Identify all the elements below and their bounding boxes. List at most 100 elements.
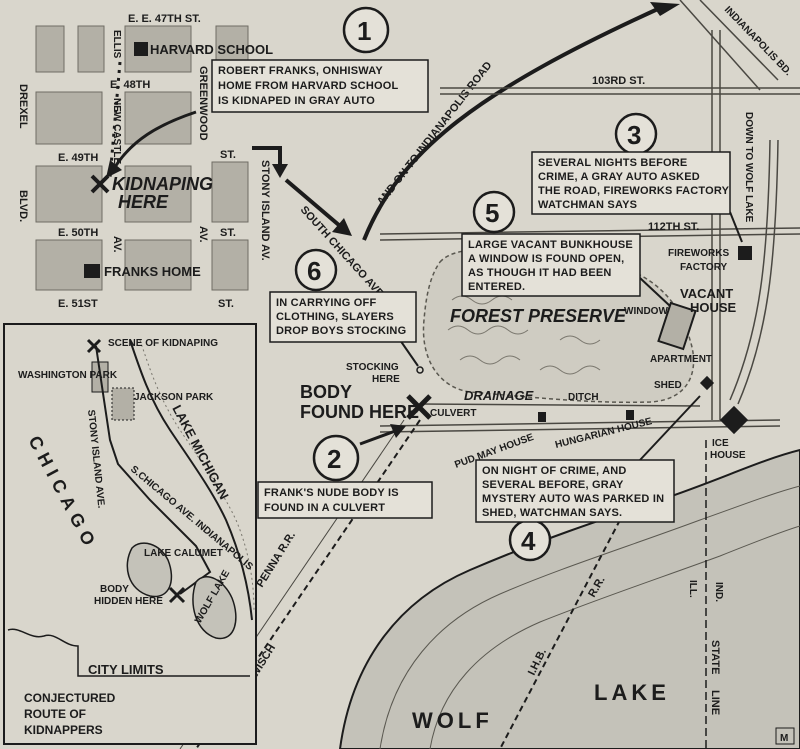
route-south-chicago-head xyxy=(332,218,352,236)
line-label: LINE xyxy=(709,690,721,715)
vacant-bunkhouse xyxy=(657,301,697,351)
callout-1-number: 1 xyxy=(357,16,371,46)
harvard-school-label: HARVARD SCHOOL xyxy=(150,42,273,57)
street-stony-island: STONY ISLAND AV. xyxy=(259,160,271,261)
arrow-head-callout-2 xyxy=(390,424,406,438)
street-103rd: 103RD ST. xyxy=(592,75,645,87)
callout-3-number: 3 xyxy=(627,120,641,150)
callout-2-text: FRANK'S NUDE BODY IS FOUND IN A CULVERT xyxy=(264,487,402,514)
fireworks-factory-marker xyxy=(738,246,752,260)
shed-marker xyxy=(699,375,715,391)
callout-6-box xyxy=(269,291,417,343)
callout-4-text: ON NIGHT OF CRIME, AND SEVERAL BEFORE, G… xyxy=(482,465,668,519)
callout-6-number: 6 xyxy=(307,256,321,286)
apartment-label: APARTMENT xyxy=(650,354,712,365)
wolf-lake-contours xyxy=(379,485,800,749)
forest-scribbles xyxy=(447,295,601,375)
callout-1-number-circle xyxy=(342,6,390,54)
forest-preserve-label: FOREST PRESERVE xyxy=(450,306,627,326)
ill-label: ILL. xyxy=(687,580,698,598)
ind-label: IND. xyxy=(713,582,724,602)
down-to-wolf-lake-label: DOWN TO WOLF LAKE xyxy=(743,112,754,223)
ditch-marker-2 xyxy=(626,410,634,420)
callout-6-number-circle xyxy=(294,248,338,292)
callout-5-number-circle xyxy=(472,190,516,234)
kidnaping-marker xyxy=(90,174,110,194)
street-ellis: ELLIS xyxy=(111,30,122,59)
callout-1-text: ROBERT FRANKS, ONHISWAY HOME FROM HARVAR… xyxy=(218,65,401,107)
arrow-to-kidnaping xyxy=(110,110,197,173)
inset-map xyxy=(3,323,257,745)
arrow-callout-5 xyxy=(639,277,671,307)
street-av-2: AV. xyxy=(197,226,209,243)
walking-route-dotted xyxy=(108,61,122,179)
window-label: WINDOW xyxy=(624,306,668,317)
inset-body-marker xyxy=(168,586,186,604)
drainage-label: DRAINAGE xyxy=(464,388,534,403)
stocking-marker xyxy=(416,366,424,374)
street-51st-st: ST. xyxy=(218,298,234,310)
callout-5-box xyxy=(461,233,641,297)
route-zigzag xyxy=(252,146,282,168)
arrow-head-kidnaping xyxy=(106,160,122,178)
inset-city-limits xyxy=(7,628,250,677)
inset-lake-michigan-shore xyxy=(129,339,253,621)
street-48th: E. 48TH xyxy=(110,79,150,91)
callout-4-box xyxy=(475,459,675,523)
inset-scene-label: SCENE OF KIDNAPING xyxy=(108,338,218,349)
callout-2-box xyxy=(257,481,433,519)
inset-city-limits-label: CITY LIMITS xyxy=(88,662,164,677)
franks-home-marker xyxy=(84,264,100,278)
body-found-marker xyxy=(406,394,432,420)
harvard-school-marker xyxy=(134,42,148,56)
drainage-ditch xyxy=(419,403,701,407)
inset-jackson-park-label: JACKSON PARK xyxy=(134,392,214,403)
callout-3-box xyxy=(531,151,731,215)
inset-title: CONJECTURED ROUTE OF KIDNAPPERS xyxy=(24,691,119,737)
ihb-railroad xyxy=(499,519,621,749)
inset-wolf-lake xyxy=(192,576,237,640)
route-indianapolis xyxy=(362,6,661,241)
route-indianapolis-head xyxy=(650,2,680,16)
ice-house-marker xyxy=(719,405,749,435)
street-50th-st: ST. xyxy=(220,227,236,239)
arrow-callout-6 xyxy=(399,339,419,367)
state-label: STATE xyxy=(709,640,721,674)
street-blvd: BLVD. xyxy=(17,190,29,222)
callout-5-text: LARGE VACANT BUNKHOUSE A WINDOW IS FOUND… xyxy=(468,239,636,293)
inset-route xyxy=(95,345,212,595)
callout-5-number: 5 xyxy=(485,198,499,228)
culvert-label: CULVERT xyxy=(430,408,476,419)
lake-label: LAKE xyxy=(594,680,670,705)
street-112th: 112TH ST. xyxy=(648,221,699,233)
wolf-lake-water xyxy=(338,448,800,749)
callout-2-number-circle xyxy=(312,434,360,482)
street-49th: E. 49TH xyxy=(58,152,98,164)
arrow-fireworks xyxy=(729,211,743,243)
callout-2-number: 2 xyxy=(327,444,341,474)
ditch-marker-1 xyxy=(538,412,546,422)
arrow-callout-4 xyxy=(639,395,701,461)
wolf-label: WOLF xyxy=(412,708,493,733)
inset-jackson-park xyxy=(111,387,135,421)
street-newcastle: NEW CASTLE xyxy=(111,98,122,164)
artist-signature: M xyxy=(780,733,788,744)
street-47th: E. E. 47TH ST. xyxy=(128,13,201,25)
callout-6-text: IN CARRYING OFF CLOTHING, SLAYERS DROP B… xyxy=(276,297,406,337)
street-drexel: DREXEL xyxy=(17,84,29,129)
arrow-callout-2 xyxy=(359,428,399,446)
callout-4-number: 4 xyxy=(521,526,536,556)
roads-right xyxy=(379,0,800,433)
route-zigzag-head xyxy=(272,164,288,178)
ditch-label: DITCH xyxy=(568,392,599,403)
franks-home-label: FRANKS HOME xyxy=(104,264,201,279)
street-49th-st: ST. xyxy=(220,149,236,161)
